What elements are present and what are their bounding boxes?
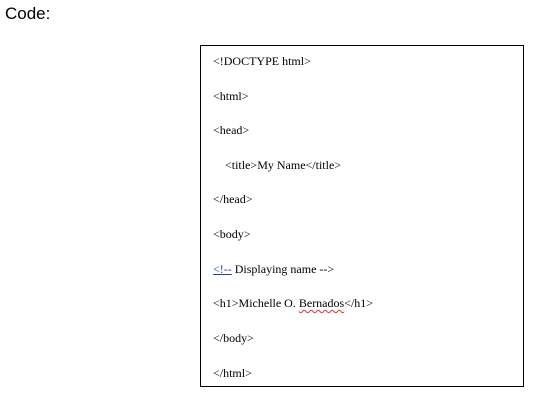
code-block: <!DOCTYPE html> <html> <head> <title>My …: [200, 45, 524, 387]
comment-open-marker: <!--: [213, 262, 232, 276]
code-line-html-open: <html>: [213, 89, 249, 103]
code-line-body-open: <body>: [213, 227, 251, 241]
comment-text: Displaying name -->: [231, 262, 335, 276]
code-line-head-close: </head>: [213, 192, 253, 206]
misspelled-surname: Bernados: [298, 296, 345, 310]
code-line-h1: <h1>Michelle O. Bernados</h1>: [213, 296, 373, 310]
code-line-head-open: <head>: [213, 123, 250, 137]
code-line-comment: <!-- Displaying name -->: [213, 262, 334, 276]
code-line-doctype: <!DOCTYPE html>: [213, 54, 311, 68]
h1-suffix: </h1>: [344, 296, 374, 310]
code-line-title: <title>My Name</title>: [225, 158, 342, 172]
code-heading: Code:: [5, 4, 51, 23]
code-line-body-close: </body>: [213, 331, 254, 345]
h1-prefix: <h1>Michelle O.: [213, 296, 299, 310]
code-line-html-close: </html>: [213, 366, 252, 380]
